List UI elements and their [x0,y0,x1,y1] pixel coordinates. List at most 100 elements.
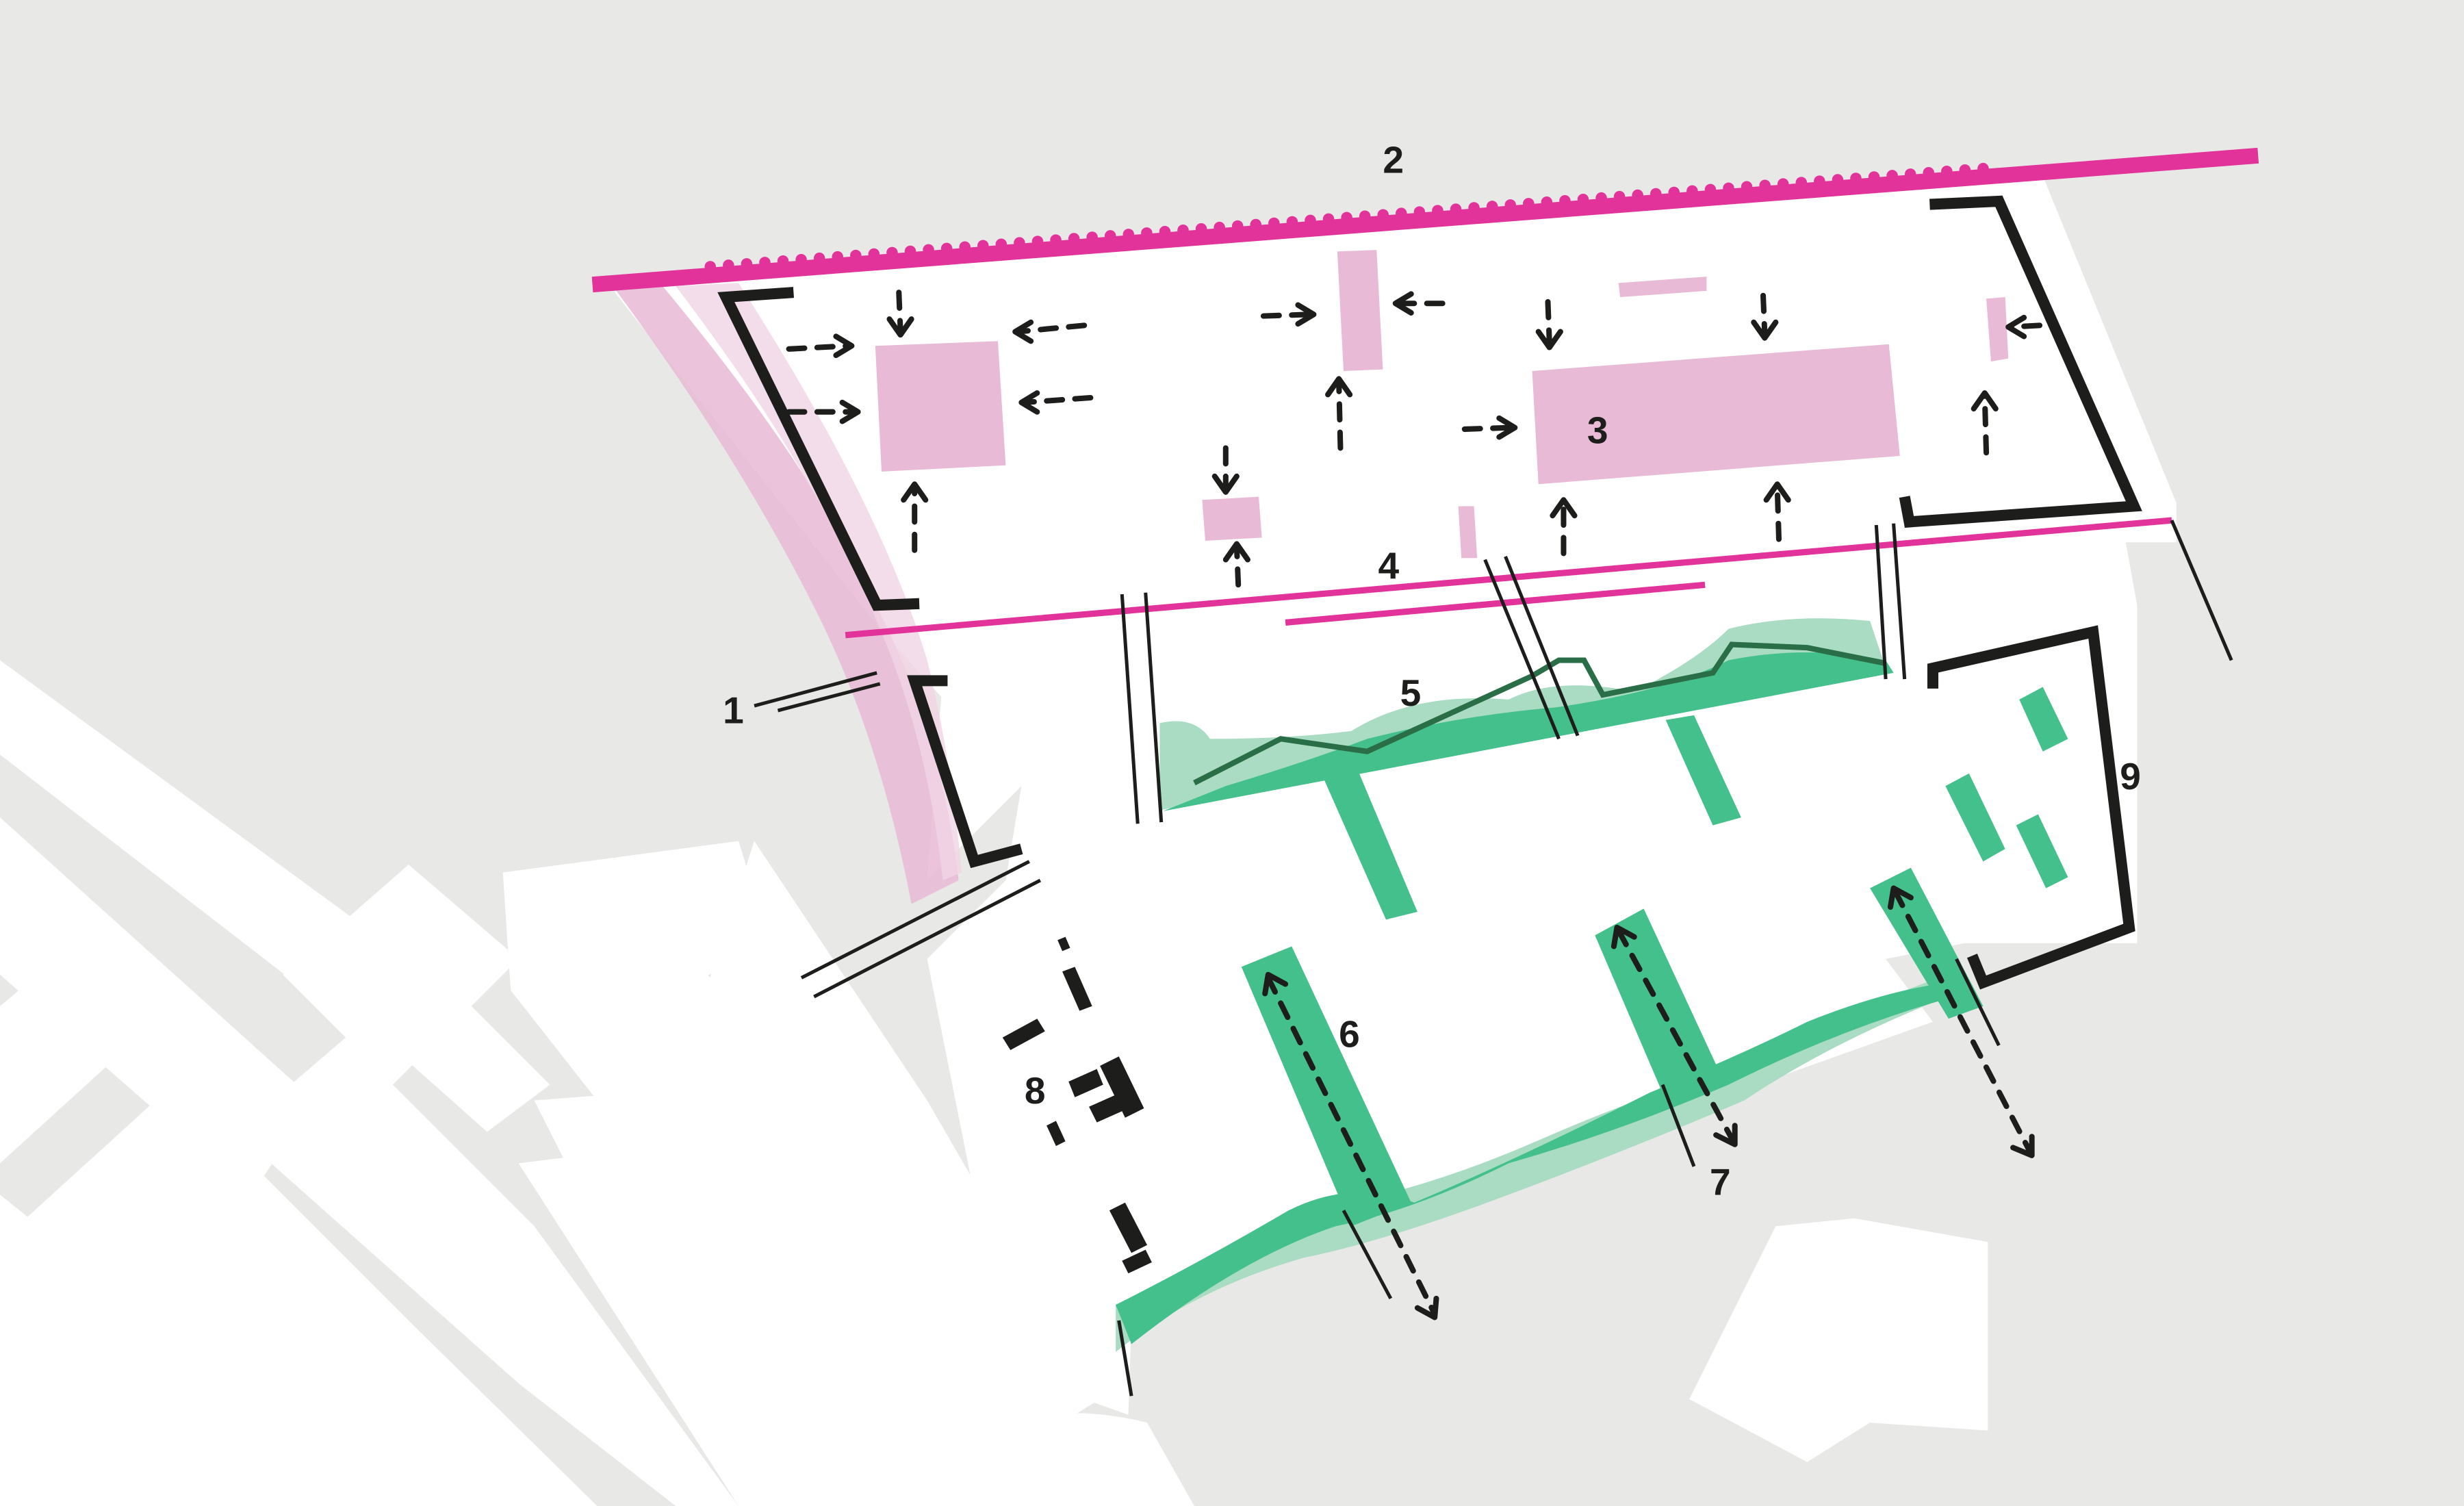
label-6: 6 [1339,1012,1360,1055]
surrounding-city-blocks [0,660,1988,1506]
railway-sleepers [704,162,1989,272]
railway-sleeper [1650,188,1662,200]
boundary-brackets [717,195,2142,990]
railway-sleeper [1704,183,1717,196]
railway-sleeper [777,255,789,267]
railway-sleeper [977,240,989,252]
railway-sleeper [1850,173,1862,184]
railway-sleeper [1250,218,1262,231]
railway-sleeper [1413,206,1426,218]
railway-sleeper [1595,192,1607,204]
railway-sleeper [1886,170,1898,181]
railway-sleeper [1504,199,1516,211]
building-a [875,341,1006,472]
railway-sleeper [1086,231,1098,243]
railway-sleeper [813,252,825,264]
building-e [1202,496,1262,541]
label-3: 3 [1587,409,1608,452]
railway-sleeper [1068,233,1080,244]
railway-sleeper [1268,217,1280,229]
railway-sleeper [995,238,1008,250]
railway-sleeper [1632,189,1643,201]
railway-sleeper [1396,207,1407,219]
railway-sleeper [723,259,734,271]
railway-sleeper [1559,194,1571,207]
railway-sleeper [1377,209,1389,221]
railway-sleeper [923,244,934,256]
green-corridor [1320,762,1417,920]
railway-sleeper [959,241,971,253]
railway-sleeper [868,248,880,260]
railway-sleeper [795,253,807,266]
railway-sleeper [1759,179,1771,192]
railway-sleeper [1159,226,1171,238]
railway-sleeper [1723,182,1734,194]
railway-sleeper [1613,190,1626,203]
building-d [1986,297,2009,362]
railway-sleeper [886,246,898,259]
railway-line [591,147,2259,293]
railway-sleeper [1141,227,1153,239]
railway-sleeper [1231,220,1244,232]
railway-sleeper [704,261,717,272]
railway-sleeper [1486,201,1498,212]
railway-sleeper [1868,171,1880,183]
pedestrian-flow-arrows [786,290,2043,1320]
railway-sleeper [1214,221,1225,233]
railway-sleeper [1904,168,1916,180]
railway-sleeper [1341,212,1352,224]
railway-sleeper [1523,198,1535,209]
railway-sleeper [1432,205,1443,216]
railway-sleeper [940,242,953,255]
railway-sleeper [1777,178,1789,190]
bridges-and-leaders [754,520,2233,1396]
green-riverbank [1116,974,1964,1352]
label-2: 2 [1383,139,1404,181]
pink-access-band [613,283,962,904]
railway-sleeper [1359,210,1371,222]
building-c [1618,277,1707,298]
label-9: 9 [2120,755,2141,797]
railway-sleeper [1668,186,1680,199]
building-b [1337,250,1383,371]
railway-sleeper [1031,235,1044,247]
railway-sleeper [1686,185,1698,197]
small-buildings [1002,936,1152,1274]
railway-sleeper [1541,196,1553,208]
label-8: 8 [1025,1069,1046,1112]
label-5: 5 [1400,672,1422,714]
railway-sleeper [1577,193,1589,205]
railway-sleeper [1177,224,1189,236]
railway-sleeper [1104,230,1116,242]
railway-sleeper [741,258,753,270]
railway-sleeper [1122,229,1135,240]
railway-sleeper [1468,202,1480,214]
railway-sleeper [850,249,862,261]
railway-sleeper [1941,166,1953,177]
label-4: 4 [1378,544,1400,587]
label-7: 7 [1710,1160,1731,1203]
building-3 [1532,344,1900,485]
tram-line [845,517,2172,639]
railway-sleeper [759,257,771,268]
railway-sleeper [1195,222,1207,235]
railway-sleeper [1959,164,1971,176]
railway-sleeper [1305,214,1316,227]
railway-sleeper [1286,216,1298,228]
railway-sleeper [1795,177,1808,188]
label-1: 1 [723,689,744,731]
building-f [1458,506,1478,559]
railway-sleeper [832,251,843,263]
railway-sleeper [1050,234,1062,246]
railway-sleeper [1014,237,1025,248]
railway-sleeper [1977,162,1989,175]
railway-sleeper [1322,213,1335,225]
railway-sleeper [1450,203,1462,215]
railway-sleeper [1741,181,1753,193]
railway-sleeper [904,245,916,257]
railway-sleeper [1814,175,1825,187]
legend-numbers: 1 2 3 4 5 6 7 8 9 [723,139,2141,1203]
railway-sleeper [1923,167,1935,179]
pink-buildings [875,250,2009,559]
